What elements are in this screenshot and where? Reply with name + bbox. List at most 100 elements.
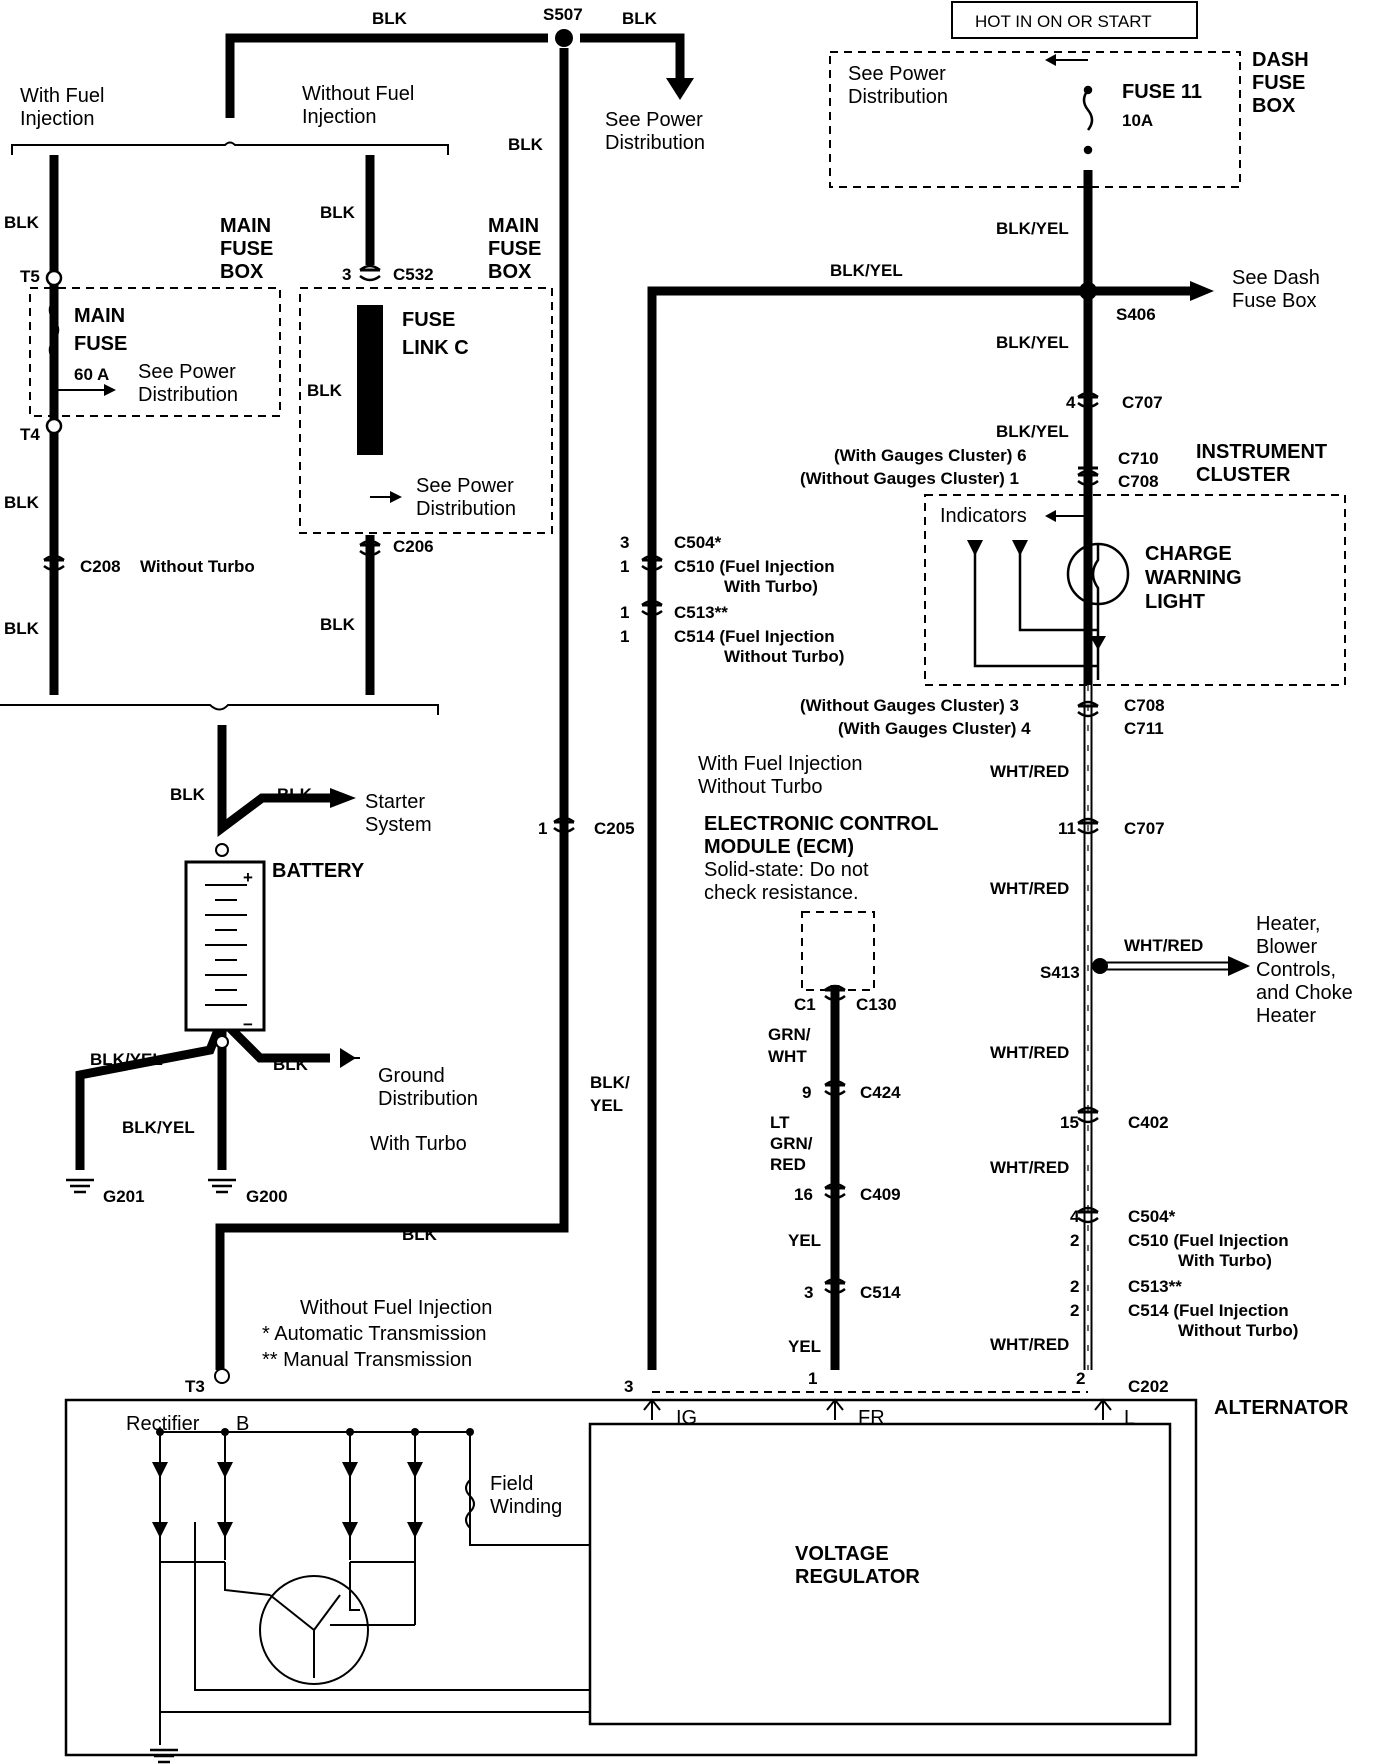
main-fuse-box-blk-mid: BLK bbox=[4, 493, 40, 512]
alt-feed-notes-2: ** Manual Transmission bbox=[262, 1349, 472, 1371]
wht-line-c202: C202 bbox=[1128, 1377, 1169, 1396]
fuse-link-blk-top: BLK bbox=[320, 203, 356, 222]
wht-line-wr3: WHT/RED bbox=[1124, 936, 1203, 955]
wht-line-wr6: WHT/RED bbox=[990, 1335, 1069, 1354]
battery-symbol bbox=[184, 843, 266, 1049]
wht-line-labels-0: C504* bbox=[1128, 1207, 1176, 1226]
wht-line-labels-1: C510 (Fuel Injection bbox=[1128, 1231, 1289, 1250]
alt-feed-notes-0: Without Fuel Injection bbox=[300, 1297, 492, 1319]
top-blk-left: BLK bbox=[372, 9, 408, 28]
stripe-wires bbox=[78, 170, 1090, 1370]
wht-line-wr5: WHT/RED bbox=[990, 1158, 1069, 1177]
ign-line-c707-pin: 4 bbox=[1066, 393, 1076, 412]
alternator-ig: IG bbox=[676, 1407, 697, 1429]
alt-feed-t3: T3 bbox=[185, 1377, 205, 1396]
fuse-links bbox=[45, 85, 1094, 435]
connector-brackets bbox=[43, 264, 1099, 1295]
wht-line-pins-0: 4 bbox=[1070, 1207, 1080, 1226]
alternator-label: ALTERNATOR bbox=[1214, 1397, 1349, 1419]
left-conn-pins-0: 3 bbox=[620, 533, 629, 552]
ign-line-blk-yel-horiz: BLK/YEL bbox=[830, 261, 903, 280]
wht-line-with-gauges: (With Gauges Cluster) 4 bbox=[838, 719, 1031, 738]
wht-line-c711: C711 bbox=[1124, 719, 1164, 738]
top-blk-trunk: BLK bbox=[508, 135, 544, 154]
alternator-b: B bbox=[236, 1413, 249, 1435]
main-fuse-box-t4: T4 bbox=[20, 425, 40, 444]
alt-feed-blk: BLK bbox=[402, 1225, 438, 1244]
battery-with-turbo: With Turbo bbox=[370, 1133, 467, 1155]
ign-line-without-gauges: (Without Gauges Cluster) 1 bbox=[800, 469, 1019, 488]
alt-feed-notes-1: * Automatic Transmission bbox=[262, 1323, 487, 1345]
ign-line-blk-yel-top: BLK/YEL bbox=[996, 219, 1069, 238]
fuse-link-pin: 3 bbox=[342, 265, 351, 284]
wht-line-labels-2: With Turbo) bbox=[1178, 1251, 1272, 1270]
left-conn-labels-2: With Turbo) bbox=[724, 577, 818, 596]
wht-line-c708: C708 bbox=[1124, 696, 1165, 715]
ign-line-c708: C708 bbox=[1118, 472, 1159, 491]
left-conn-pins-1: 1 bbox=[620, 557, 629, 576]
alt-terminal-dots bbox=[156, 1428, 474, 1436]
battery-blk-yel-2: BLK/YEL bbox=[122, 1118, 195, 1137]
top-blk-right: BLK bbox=[622, 9, 658, 28]
ecm-c424: C424 bbox=[860, 1083, 901, 1102]
main-fuse-box-fuse-rating: 60 A bbox=[74, 365, 109, 384]
wht-line-c707-pin: 11 bbox=[1058, 819, 1076, 838]
fuse-link-c-body bbox=[357, 305, 383, 455]
wht-line-c202-pin: 2 bbox=[1076, 1369, 1085, 1388]
battery-minus: − bbox=[243, 1015, 253, 1034]
left-conn-pins-3: 1 bbox=[620, 627, 629, 646]
main-fuse-box-outline bbox=[29, 51, 1346, 1393]
main-fuse-box-c208: C208 bbox=[80, 557, 121, 576]
wht-line-c402: C402 bbox=[1128, 1113, 1169, 1132]
wht-line-without-gauges: (Without Gauges Cluster) 3 bbox=[800, 696, 1019, 715]
alt-feed-c205: C205 bbox=[594, 819, 635, 838]
ign-line-with-gauges: (With Gauges Cluster) 6 bbox=[834, 446, 1027, 465]
hot-label-box bbox=[951, 1, 1198, 39]
charge-warning-light-icon bbox=[973, 540, 1130, 680]
splice-dots bbox=[555, 29, 1108, 974]
ign-line-c710: C710 bbox=[1118, 449, 1159, 468]
diode-arrows bbox=[967, 540, 1106, 650]
ecm-yel2: YEL bbox=[788, 1337, 821, 1356]
alt-term-arrows bbox=[643, 1398, 1112, 1420]
ecm-c409: C409 bbox=[860, 1185, 901, 1204]
t3-terminal bbox=[214, 1368, 230, 1384]
arrowheads bbox=[104, 54, 1250, 1068]
ign-line-blk-yel-mid: BLK/YEL bbox=[996, 333, 1069, 352]
battery-plus: + bbox=[243, 868, 253, 887]
fuse-link-blk-inside: BLK bbox=[307, 381, 343, 400]
left-conn-labels-1: C510 (Fuel Injection bbox=[674, 557, 835, 576]
wht-line-wr1: WHT/RED bbox=[990, 762, 1069, 781]
dash-fuse: FUSE 11 bbox=[1122, 81, 1202, 103]
battery-blk-in: BLK bbox=[170, 785, 206, 804]
top-splice: S507 bbox=[543, 5, 583, 24]
alternator-l: L bbox=[1124, 1407, 1135, 1429]
ecm-grn-wht: GRN/WHT bbox=[768, 1025, 811, 1066]
wht-line-pins-3: 2 bbox=[1070, 1301, 1079, 1320]
battery-label: BATTERY bbox=[272, 860, 365, 882]
wht-line-labels-5: Without Turbo) bbox=[1178, 1321, 1298, 1340]
ecm-c130: C130 bbox=[856, 995, 897, 1014]
ecm-c1: C1 bbox=[794, 995, 816, 1014]
fuse-link-c206: C206 bbox=[393, 537, 434, 556]
ground-g201-icon bbox=[66, 1178, 94, 1194]
ecm-c514: C514 bbox=[860, 1283, 901, 1302]
battery-blk-yel-1: BLK/YEL bbox=[90, 1050, 163, 1069]
wht-line-labels-4: C514 (Fuel Injection bbox=[1128, 1301, 1289, 1320]
wht-line-labels-3: C513** bbox=[1128, 1277, 1182, 1296]
connector-gaps bbox=[44, 268, 1098, 1285]
wht-line-wr4: WHT/RED bbox=[990, 1043, 1069, 1062]
wht-line-wr2: WHT/RED bbox=[990, 879, 1069, 898]
